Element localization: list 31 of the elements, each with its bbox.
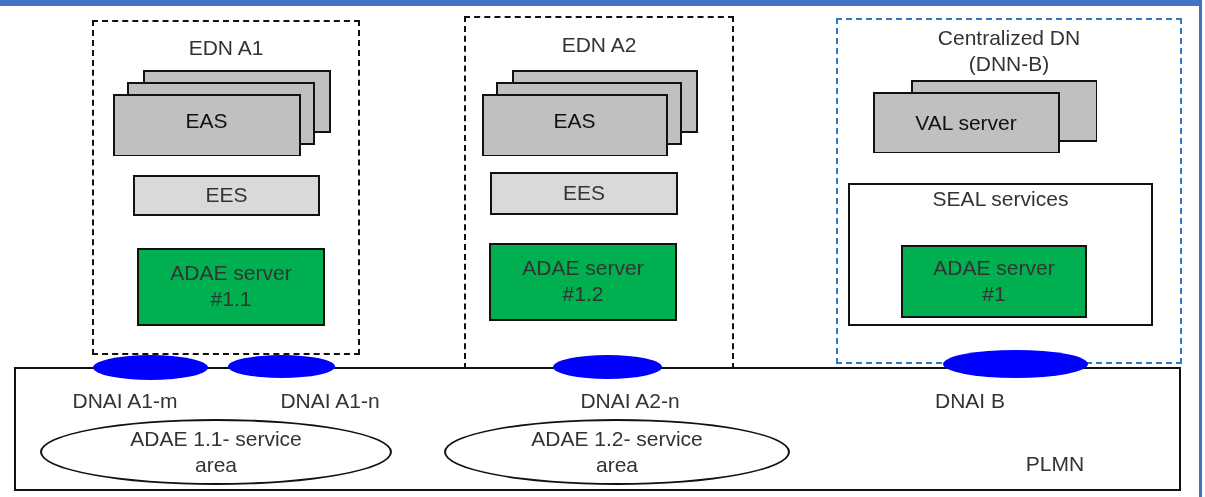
edge-data-network-boundary — [464, 16, 734, 369]
node-label: ADAE 1.1- service area — [129, 426, 303, 478]
dnai-label: DNAI A1-m — [71, 388, 179, 414]
dnai-label: DNAI A1-n — [279, 388, 381, 414]
adae-server-box — [489, 243, 677, 321]
service-area-ellipse — [40, 419, 392, 485]
node-label: ADAE server #1.1 — [169, 260, 293, 312]
plmn-box — [14, 367, 1181, 491]
node-label: SEAL services — [931, 186, 1070, 212]
node-label: EES — [562, 180, 606, 206]
ees-box — [490, 172, 678, 215]
seal-services-box — [848, 183, 1153, 326]
node-label: VAL server — [914, 110, 1018, 136]
service-area-ellipse — [444, 419, 790, 485]
node-label: EAS — [184, 108, 229, 134]
adae-server-box — [901, 245, 1087, 318]
ees-box — [133, 175, 320, 216]
edge-data-network-boundary — [92, 20, 360, 355]
node-label: ADAE 1.2- service area — [530, 426, 704, 478]
dnai-label: DNAI B — [934, 388, 1006, 414]
node-label: Centralized DN (DNN-B) — [936, 25, 1082, 77]
node-label: ADAE server #1.2 — [521, 255, 645, 307]
node-label: EDN A2 — [560, 32, 638, 58]
data-network-boundary — [836, 18, 1182, 364]
adae-server-box — [137, 248, 325, 326]
node-label: ADAE server #1 — [932, 255, 1056, 307]
node-label: EAS — [552, 108, 597, 134]
node-label: EES — [204, 182, 249, 208]
node-label: EDN A1 — [187, 35, 265, 61]
node-label: PLMN — [1024, 451, 1086, 477]
dnai-label: DNAI A2-n — [579, 388, 681, 414]
